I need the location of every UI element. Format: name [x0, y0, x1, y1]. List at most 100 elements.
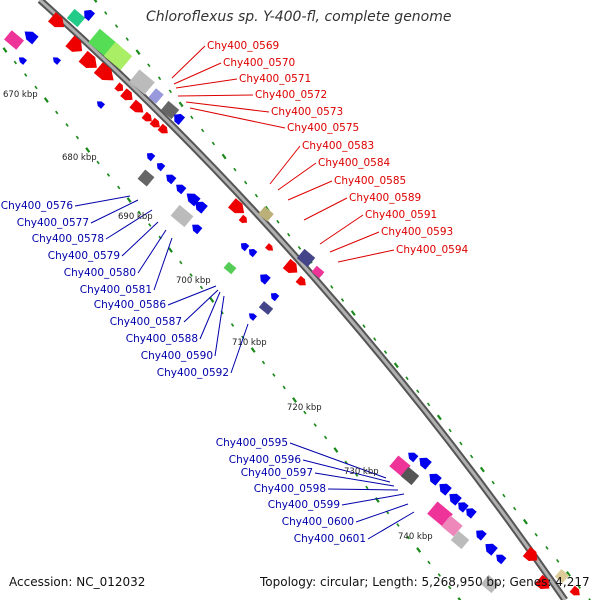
leader-line [303, 197, 348, 221]
ruler-tick-outer [135, 49, 141, 56]
ruler-tick-outer [491, 480, 495, 485]
gene-reverse [176, 184, 187, 195]
ruler-tick-outer [211, 141, 216, 146]
leader-line [173, 62, 222, 85]
ruler-tick-inner [396, 523, 400, 527]
ruler-tick-outer [545, 545, 549, 550]
ruler-tick-inner [55, 110, 59, 115]
ruler-tick-outer [556, 559, 560, 563]
gene-label-reverse: Chy400_0581 [80, 284, 152, 296]
ruler-tick-inner [209, 297, 215, 303]
gene-block-pink [4, 30, 24, 50]
ruler-tick-outer [513, 506, 517, 511]
ruler-tick-outer [373, 337, 377, 341]
gene-label-reverse: Chy400_0578 [32, 233, 104, 245]
gene-block-darkgray [160, 100, 180, 120]
gene-reverse [174, 113, 186, 126]
gene-label-reverse: Chy400_0599 [268, 499, 340, 511]
gene-forward [149, 117, 160, 128]
gene-reverse [458, 502, 469, 513]
leader-line [153, 237, 173, 291]
gene-block-gray [450, 530, 470, 550]
ruler-tick-inner [24, 73, 28, 77]
gene-block-gray [170, 204, 194, 228]
ruler-label: 670 kbp [3, 90, 38, 100]
ruler-label: 730 kbp [344, 467, 379, 477]
leader-line [287, 180, 333, 201]
gene-reverse [439, 483, 452, 496]
leader-line [137, 229, 167, 274]
ruler-tick-outer [416, 389, 420, 394]
leader-line [329, 231, 380, 253]
gene-label-forward: Chy400_0570 [223, 57, 295, 69]
ruler-tick-inner [282, 385, 286, 390]
genome-title: Chloroflexus sp. Y-400-fl, complete geno… [146, 9, 452, 25]
gene-label-forward: Chy400_0589 [349, 192, 421, 204]
leader-line [189, 107, 286, 129]
ruler-tick-inner [34, 85, 38, 90]
gene-forward [282, 258, 298, 274]
ruler-tick-inner [333, 447, 339, 453]
ruler-tick-inner [292, 397, 298, 403]
ruler-tick-inner [457, 597, 462, 600]
ruler-tick-outer [522, 518, 528, 525]
ruler-tick-outer [200, 128, 205, 133]
leader-line [183, 289, 219, 323]
ruler-tick-outer [565, 571, 571, 577]
gene-forward [93, 62, 114, 81]
gene-forward [238, 214, 248, 223]
ruler-tick-inner [126, 197, 132, 203]
gene-label-reverse: Chy400_0577 [17, 217, 89, 229]
ruler-tick-outer [114, 24, 119, 28]
ruler-tick-outer [502, 493, 506, 498]
ruler-tick-inner [43, 97, 49, 103]
ruler-label: 720 kbp [287, 403, 322, 413]
ruler-label: 710 kbp [232, 338, 267, 348]
ruler-tick-outer [287, 232, 291, 237]
ruler-tick-inner [106, 173, 111, 177]
ruler-label: 700 kbp [176, 276, 211, 286]
gene-block-darkgray [400, 466, 420, 486]
ruler-label: 740 kbp [398, 532, 433, 542]
leader-line [230, 323, 249, 374]
gene-label-reverse: Chy400_0596 [229, 454, 302, 466]
gene-reverse [156, 163, 166, 172]
leader-line [355, 503, 409, 523]
ruler-tick-outer [104, 11, 108, 15]
ruler-tick-inner [323, 435, 328, 440]
ruler-tick-outer [479, 466, 485, 473]
leader-line [199, 291, 221, 340]
ruler-tick-outer [157, 76, 162, 81]
gene-label-reverse: Chy400_0579 [48, 250, 120, 262]
gene-label-reverse: Chy400_0592 [157, 367, 229, 379]
gene-block-teal [66, 8, 86, 28]
gene-label-forward: Chy400_0593 [381, 226, 453, 238]
ruler-tick-inner [189, 273, 193, 277]
gene-block-pink [311, 265, 325, 279]
gene-reverse [240, 243, 250, 252]
ruler-tick-outer [276, 219, 280, 224]
gene-label-reverse: Chy400_0576 [1, 200, 74, 212]
ruler-tick-outer [577, 585, 581, 589]
ruler-tick-inner [179, 260, 183, 265]
gene-reverse [84, 9, 96, 22]
ruler-tick-inner [406, 535, 410, 540]
gene-forward [114, 82, 124, 92]
gene-reverse [166, 174, 177, 185]
ruler-tick-inner [96, 160, 100, 165]
gene-block-khaki [258, 206, 274, 222]
ruler-tick-outer [459, 441, 463, 446]
gene-reverse [270, 293, 280, 302]
leader-line [327, 488, 399, 491]
ruler-tick-inner [117, 185, 121, 190]
gene-label-forward: Chy400_0571 [239, 73, 311, 85]
ruler-tick-outer [588, 598, 591, 600]
gene-label-reverse: Chy400_0595 [216, 437, 288, 449]
ruler-tick-outer [330, 285, 334, 289]
gene-label-forward: Chy400_0573 [271, 106, 343, 118]
gene-forward [265, 243, 274, 251]
ruler-tick-outer [534, 532, 538, 537]
ruler-label: 680 kbp [62, 153, 97, 163]
